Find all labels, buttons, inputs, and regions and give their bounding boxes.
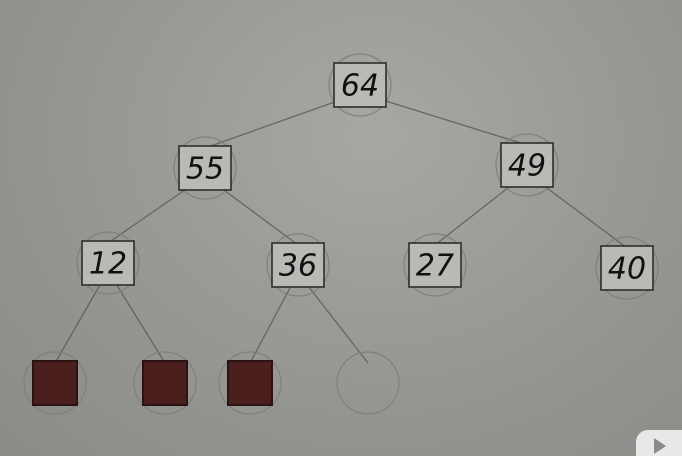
node-circle bbox=[76, 231, 140, 295]
node-label: 55 bbox=[186, 152, 224, 187]
node-label: 64 bbox=[341, 69, 379, 104]
tree-edge-ll-lll bbox=[54, 270, 109, 364]
node-label: 49 bbox=[508, 149, 546, 184]
tree-node-lrr bbox=[336, 351, 400, 415]
node-circle bbox=[266, 233, 330, 297]
tree-edge-root-r bbox=[359, 92, 528, 146]
node-circle bbox=[218, 351, 282, 415]
node-box bbox=[600, 245, 654, 291]
tree-node-ll: 12 bbox=[76, 231, 140, 295]
node-circle bbox=[495, 133, 559, 197]
filled-square bbox=[227, 360, 273, 406]
node-box bbox=[271, 242, 325, 288]
node-label: 40 bbox=[608, 252, 646, 287]
node-box bbox=[333, 62, 387, 108]
tree-node-root: 64 bbox=[328, 53, 392, 117]
node-circle bbox=[133, 351, 197, 415]
node-label: 36 bbox=[279, 249, 317, 284]
node-circle bbox=[23, 351, 87, 415]
node-circle bbox=[595, 236, 659, 300]
node-circle bbox=[173, 136, 237, 200]
filled-square bbox=[142, 360, 188, 406]
tree-node-l: 55 bbox=[173, 136, 237, 200]
node-label: 27 bbox=[416, 249, 454, 284]
node-box bbox=[81, 240, 135, 286]
tree-edge-lr-lrl bbox=[249, 272, 299, 364]
node-label: 12 bbox=[89, 247, 127, 282]
tree-node-rl: 27 bbox=[403, 233, 467, 297]
tree-node-lll bbox=[23, 351, 87, 415]
filled-square bbox=[32, 360, 78, 406]
node-box bbox=[500, 142, 554, 188]
tree-node-llr bbox=[133, 351, 197, 415]
tree-edge-ll-llr bbox=[107, 270, 166, 364]
node-circle bbox=[403, 233, 467, 297]
node-circle bbox=[336, 351, 400, 415]
node-box bbox=[408, 242, 462, 288]
node-circle bbox=[328, 53, 392, 117]
tree-node-rr: 40 bbox=[595, 236, 659, 300]
tree-node-r: 49 bbox=[495, 133, 559, 197]
tree-node-lrl bbox=[218, 351, 282, 415]
tree-node-lr: 36 bbox=[266, 233, 330, 297]
play-logo-icon bbox=[636, 430, 682, 456]
node-box bbox=[178, 145, 232, 191]
tree-edge-lr-lrr bbox=[297, 272, 369, 364]
